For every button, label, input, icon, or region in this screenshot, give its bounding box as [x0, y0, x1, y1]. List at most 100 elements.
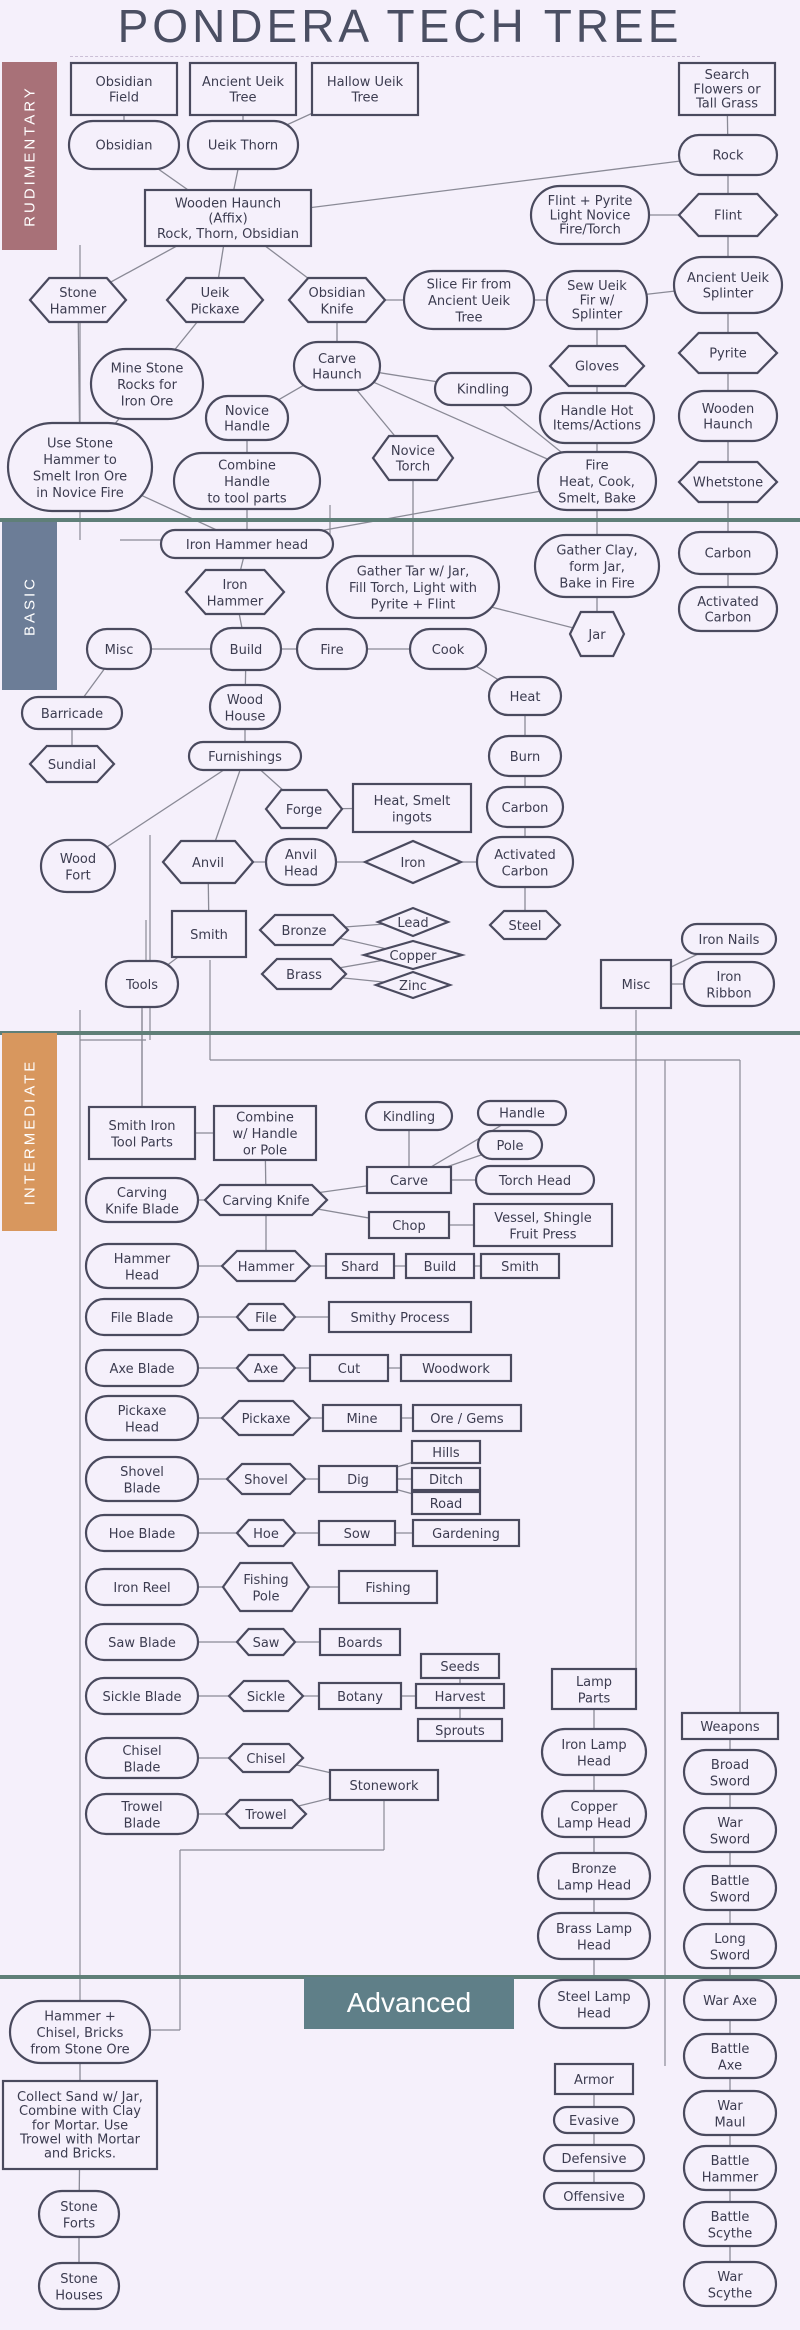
node-pole-i[interactable]: Pole	[476, 1129, 544, 1161]
node-armor[interactable]: Armor	[553, 2062, 635, 2096]
node-axe-i[interactable]: Axe	[235, 1353, 297, 1383]
node-evasive[interactable]: Evasive	[552, 2105, 636, 2135]
node-kindling-r[interactable]: Kindling	[433, 371, 533, 407]
node-build-i[interactable]: Build	[404, 1252, 476, 1280]
node-lead[interactable]: Lead	[375, 906, 451, 938]
node-burn-b[interactable]: Burn	[487, 734, 563, 778]
node-saw-blade[interactable]: Saw Blade	[84, 1622, 200, 1662]
node-sickle-i[interactable]: Sickle	[227, 1679, 305, 1713]
node-file-blade[interactable]: File Blade	[84, 1297, 200, 1337]
node-offensive[interactable]: Offensive	[542, 2181, 646, 2211]
node-misc-b2[interactable]: Misc	[599, 958, 673, 1010]
node-wooden-haunch-affix[interactable]: Wooden Haunch(Affix)Rock, Thorn, Obsidia…	[143, 188, 313, 248]
node-handle-i[interactable]: Handle	[476, 1099, 568, 1127]
node-torch-head[interactable]: Torch Head	[474, 1164, 596, 1196]
node-gather-tar[interactable]: Gather Tar w/ Jar,Fill Torch, Light with…	[325, 554, 501, 620]
node-chisel-i[interactable]: Chisel	[227, 1742, 305, 1774]
node-woodwork[interactable]: Woodwork	[399, 1353, 513, 1383]
node-tools-b[interactable]: Tools	[104, 959, 180, 1009]
node-shovel-i[interactable]: Shovel	[225, 1462, 307, 1496]
node-kindling-i[interactable]: Kindling	[364, 1100, 454, 1132]
node-saw-i[interactable]: Saw	[235, 1627, 297, 1657]
node-hills[interactable]: Hills	[410, 1439, 482, 1465]
node-sundial[interactable]: Sundial	[28, 744, 116, 784]
node-flint[interactable]: Flint	[677, 192, 779, 238]
node-smith-b[interactable]: Smith	[170, 909, 248, 959]
node-war-axe[interactable]: War Axe	[682, 1978, 778, 2022]
node-file-i[interactable]: File	[235, 1302, 297, 1332]
node-axe-blade[interactable]: Axe Blade	[84, 1348, 200, 1388]
node-sprouts[interactable]: Sprouts	[416, 1717, 504, 1743]
node-furnishings[interactable]: Furnishings	[187, 740, 303, 772]
node-sow-i[interactable]: Sow	[317, 1519, 397, 1547]
node-whetstone[interactable]: Whetstone	[677, 460, 779, 504]
node-smithy-process[interactable]: Smithy Process	[327, 1300, 473, 1334]
node-steel-b[interactable]: Steel	[488, 909, 562, 941]
node-seeds[interactable]: Seeds	[419, 1652, 501, 1680]
node-sickle-blade[interactable]: Sickle Blade	[84, 1676, 200, 1716]
node-brass[interactable]: Brass	[260, 957, 348, 991]
node-iron-nails[interactable]: Iron Nails	[680, 922, 778, 956]
node-mine-i[interactable]: Mine	[321, 1403, 403, 1433]
node-hoe-blade[interactable]: Hoe Blade	[84, 1513, 200, 1553]
node-carbon-b[interactable]: Carbon	[485, 785, 565, 829]
node-ore-gems[interactable]: Ore / Gems	[411, 1403, 523, 1433]
node-stonework[interactable]: Stonework	[328, 1768, 440, 1802]
node-hoe-i[interactable]: Hoe	[235, 1518, 297, 1548]
node-gardening[interactable]: Gardening	[411, 1518, 521, 1548]
node-ueik-thorn[interactable]: Ueik Thorn	[186, 119, 300, 171]
node-anvil[interactable]: Anvil	[161, 839, 255, 885]
node-trowel-i[interactable]: Trowel	[224, 1798, 308, 1830]
node-iron-b[interactable]: Iron	[362, 839, 464, 885]
node-carve-i[interactable]: Carve	[365, 1165, 453, 1195]
node-rock[interactable]: Rock	[677, 133, 779, 177]
node-gather-clay[interactable]: Gather Clay,form Jar,Bake in Fire	[533, 533, 661, 599]
node-barricade[interactable]: Barricade	[20, 695, 124, 731]
node-copper[interactable]: Copper	[359, 939, 467, 971]
node-harvest[interactable]: Harvest	[414, 1682, 506, 1710]
node-dig-i[interactable]: Dig	[317, 1464, 399, 1494]
node-road[interactable]: Road	[410, 1490, 482, 1516]
node-cut-i[interactable]: Cut	[308, 1353, 390, 1383]
node-shard-i[interactable]: Shard	[324, 1252, 396, 1280]
